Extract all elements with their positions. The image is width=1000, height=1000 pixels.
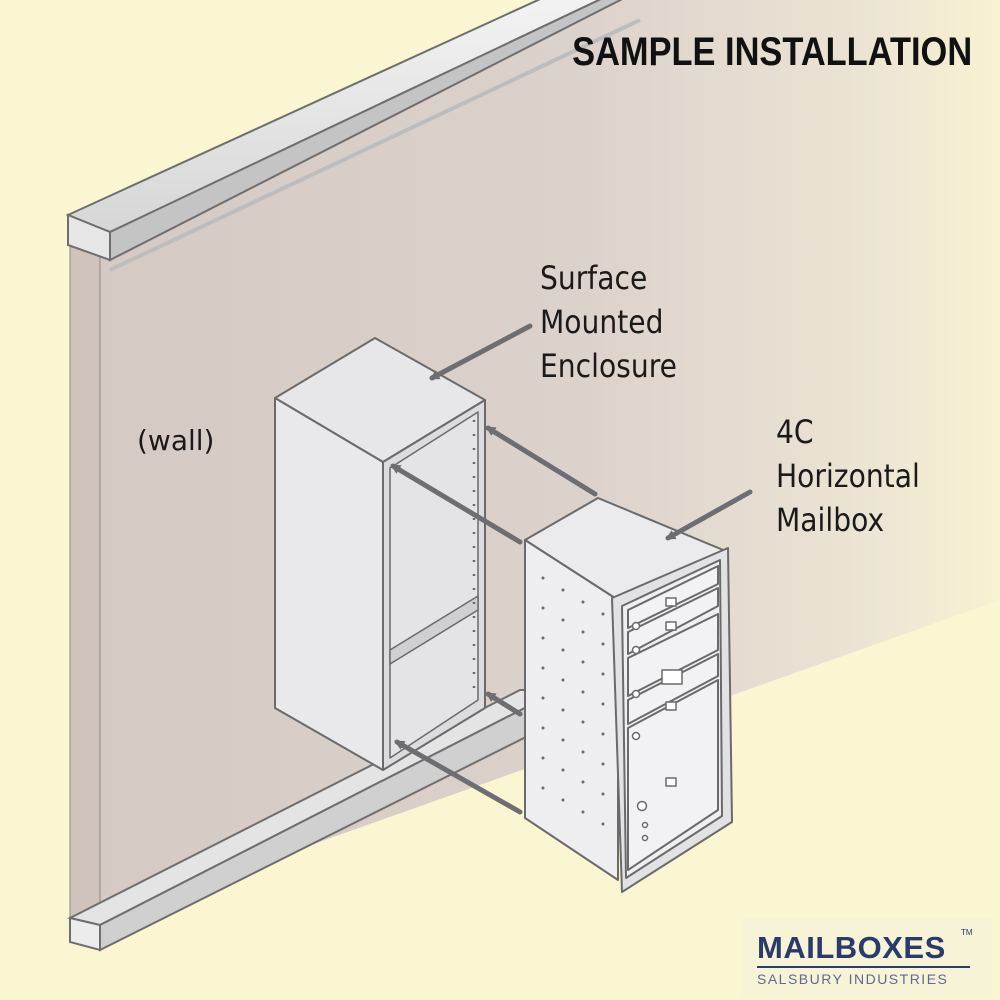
enclosure-label-line-1: Surface (540, 259, 648, 297)
mailbox-label: 4C Horizontal Mailbox (776, 410, 920, 542)
wall-left-edge (69, 239, 101, 921)
callout-arrow-enclosure (429, 323, 533, 381)
mailbox-side (524, 539, 619, 881)
enclosure-side (274, 397, 384, 771)
door-2 (627, 587, 719, 655)
wall-top-cap (65, 0, 641, 272)
enclosure-inner (389, 411, 479, 759)
horizontal-mailbox (524, 497, 733, 893)
enclosure-label-line-2: Mounted (540, 303, 664, 341)
wall-label: (wall) (137, 424, 215, 457)
logo-tagline: SALSBURY INDUSTRIES (757, 971, 949, 987)
arrow-top-back (485, 425, 598, 497)
enclosure-label-line-3: Enclosure (540, 347, 677, 385)
arrow-bottom-back (485, 691, 523, 717)
mailbox-label-line-3: Mailbox (776, 501, 885, 539)
mailbox-label-line-2: Horizontal (776, 457, 920, 495)
logo-name: MAILBOXES (757, 930, 946, 965)
callout-arrow-mailbox (665, 489, 753, 541)
door-1 (627, 565, 719, 629)
arrow-bottom-front (394, 739, 523, 815)
wall-baseboard (67, 688, 561, 952)
logo-divider (757, 966, 970, 968)
brand-logo: MAILBOXES TM SALSBURY INDUSTRIES (742, 918, 992, 996)
parcel-door (627, 679, 719, 871)
enclosure-label: Surface Mounted Enclosure (540, 256, 677, 388)
door-3 (627, 613, 719, 697)
logo-trademark: TM (961, 928, 973, 937)
page-title: SAMPLE INSTALLATION (571, 30, 972, 74)
insertion-arrows (390, 425, 598, 815)
door-4 (627, 653, 719, 725)
surface-mounted-enclosure (274, 337, 486, 771)
mailbox-label-line-1: 4C (776, 413, 814, 451)
callout-arrows (429, 323, 753, 541)
arrow-top-front (390, 463, 523, 545)
